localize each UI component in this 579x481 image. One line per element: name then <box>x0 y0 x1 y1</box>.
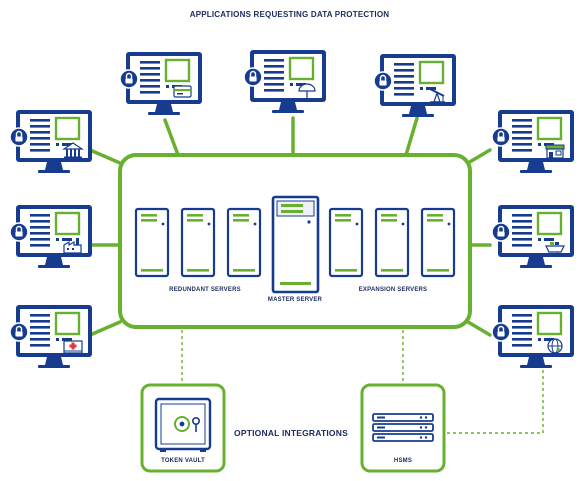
expansion-server <box>374 207 410 278</box>
padlock-badge-icon <box>9 222 29 242</box>
padlock-badge-icon <box>9 127 29 147</box>
padlock-badge-icon <box>491 222 511 242</box>
hsms-label: HSMS <box>393 458 413 464</box>
application-monitor <box>491 205 574 268</box>
vault-dial-icon <box>174 416 190 432</box>
connector-line <box>88 320 122 337</box>
hsms-box <box>360 383 446 473</box>
vault-handle-icon <box>192 416 201 432</box>
application-monitor <box>9 305 92 368</box>
bank-icon <box>62 142 84 159</box>
padlock-badge-icon <box>243 67 263 87</box>
hospital-icon <box>63 340 83 354</box>
hsm-rack-unit <box>372 413 434 422</box>
token-vault-box <box>140 383 226 473</box>
cargo-ship-icon <box>545 242 565 256</box>
storefront-icon <box>545 144 565 159</box>
oil-pump-icon <box>429 88 445 103</box>
hsm-rack-unit <box>372 433 434 442</box>
hsm-rack-unit <box>372 423 434 432</box>
redundant-server <box>226 207 262 278</box>
application-monitor <box>491 305 574 368</box>
connector-line <box>404 116 419 157</box>
application-monitor <box>9 205 92 268</box>
umbrella-icon <box>298 83 316 101</box>
connector-line <box>88 148 122 165</box>
connector-line <box>466 320 492 337</box>
diagram-title: APPLICATIONS REQUESTING DATA PROTECTION <box>189 10 390 19</box>
globe-icon <box>547 338 563 354</box>
expansion-server <box>420 207 456 278</box>
master-server-label: MASTER SERVER <box>267 297 323 303</box>
redundant-server <box>134 207 170 278</box>
optional-integrations-label: OPTIONAL INTEGRATIONS <box>234 428 348 438</box>
master-server <box>271 195 320 294</box>
padlock-badge-icon <box>9 322 29 342</box>
padlock-badge-icon <box>491 322 511 342</box>
padlock-badge-icon <box>491 127 511 147</box>
redundant-server <box>180 207 216 278</box>
application-monitor <box>9 110 92 173</box>
token-vault-label: TOKEN VAULT <box>161 458 205 464</box>
application-monitor <box>373 54 456 117</box>
connector-line <box>466 148 492 165</box>
redundant-servers-label: REDUNDANT SERVERS <box>169 287 241 293</box>
factory-icon <box>63 238 82 254</box>
padlock-badge-icon <box>119 69 139 89</box>
padlock-badge-icon <box>373 71 393 91</box>
application-monitor <box>119 52 202 115</box>
dashed-connector <box>445 370 544 434</box>
application-monitor <box>491 110 574 173</box>
expansion-server <box>328 207 364 278</box>
credit-card-icon <box>173 85 192 98</box>
connector-line <box>163 118 180 157</box>
expansion-servers-label: EXPANSION SERVERS <box>358 287 428 293</box>
application-monitor <box>243 50 326 113</box>
